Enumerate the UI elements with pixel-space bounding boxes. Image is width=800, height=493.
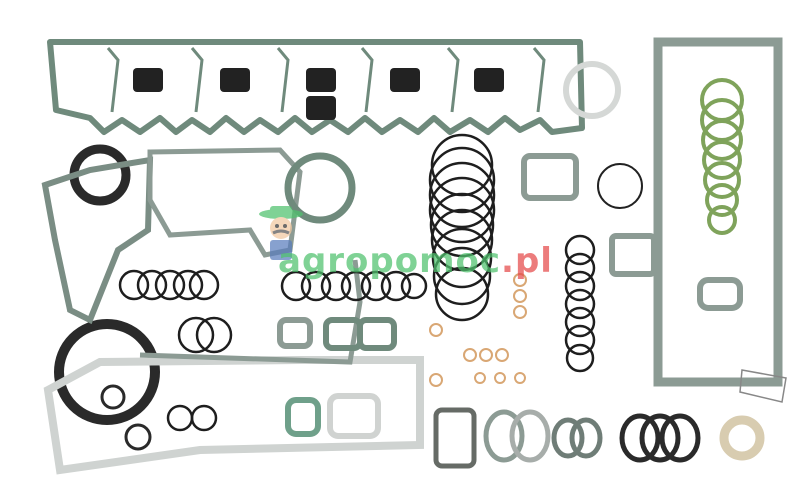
valve-cover-grommets [133, 68, 504, 120]
bottom-row-gaskets [433, 407, 765, 469]
crank-seals [54, 144, 160, 451]
farmer-mascot-icon [259, 206, 303, 260]
sump-gasket [43, 356, 424, 475]
oil-pan-gasket [653, 37, 783, 387]
watermark-tld: .pl [501, 241, 553, 281]
copper-washers [429, 273, 527, 387]
green-orings [700, 78, 744, 235]
manifold-gaskets [277, 153, 743, 439]
front-gasket [147, 147, 303, 258]
watermark-name: agropomoc [278, 241, 502, 281]
cylinder-liner-orings [428, 133, 496, 322]
valve-cover-inner-lines [106, 47, 546, 113]
timing-cover-gasket [41, 156, 154, 325]
orings-row [118, 269, 428, 432]
small-orings-stack [564, 234, 596, 373]
watermark: agropomoc.pl [278, 244, 553, 278]
